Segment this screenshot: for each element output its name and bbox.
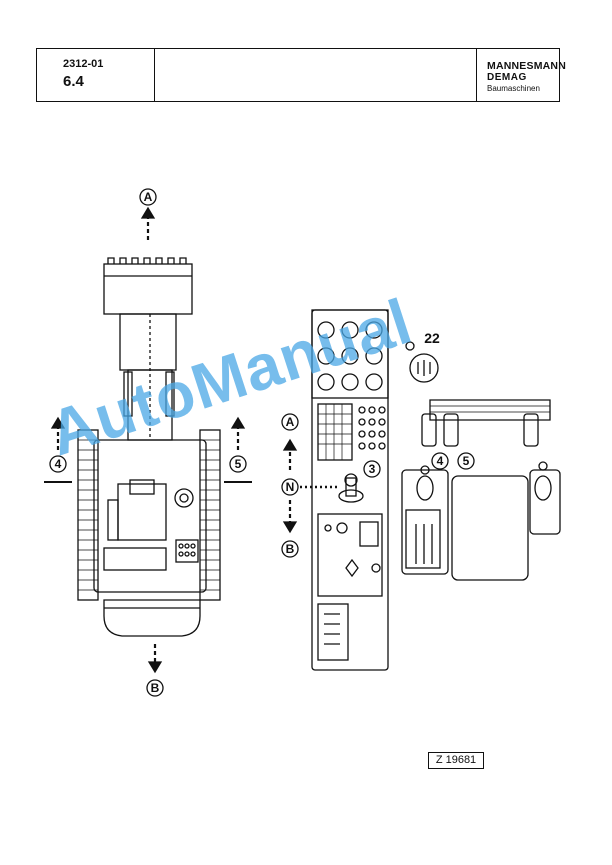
arrow-a-right	[281, 413, 299, 470]
section-number: 6.4	[63, 73, 84, 90]
brand-cell: MANNESMANN DEMAG Baumaschinen	[477, 49, 566, 101]
label-5-right: 5	[463, 454, 470, 468]
switch-22	[405, 341, 439, 383]
label-22: 22	[424, 330, 440, 346]
label-4-left: 4	[55, 457, 62, 471]
label-3-circle	[363, 460, 381, 478]
doc-number: 2312-01	[63, 58, 104, 70]
travel-lever-3	[338, 473, 364, 503]
label-n-right: N	[286, 480, 295, 494]
brand-line1: MANNESMANN	[487, 60, 566, 72]
arrow-4-left	[44, 416, 72, 483]
arrow-a-left	[139, 188, 157, 240]
arrow-5-left	[224, 416, 252, 483]
label-b-right: B	[286, 542, 295, 556]
header-blank-cell	[155, 49, 477, 101]
doc-id-cell: 2312-01 6.4	[37, 49, 155, 101]
figure-reference: Z 19681	[428, 752, 484, 769]
label-4-right: 4	[437, 454, 444, 468]
header-box: 2312-01 6.4 MANNESMANN DEMAG Baumaschine…	[36, 48, 566, 102]
label-4-right-circle	[431, 452, 449, 470]
label-a-left: A	[144, 190, 153, 204]
label-5-left: 5	[235, 457, 242, 471]
instrument-panel	[311, 309, 389, 671]
machine-top-view	[77, 257, 221, 637]
brand-line2: DEMAG	[487, 72, 527, 83]
label-5-right-circle	[457, 452, 475, 470]
label-a-right: A	[286, 415, 295, 429]
label-b-left: B	[151, 681, 160, 695]
seat-and-armrests	[401, 399, 561, 581]
arrow-b-right	[281, 500, 299, 558]
label-3: 3	[369, 462, 376, 476]
brand-line3: Baumaschinen	[487, 84, 540, 93]
neutral-marker	[281, 478, 340, 496]
arrow-b-left	[146, 644, 164, 697]
